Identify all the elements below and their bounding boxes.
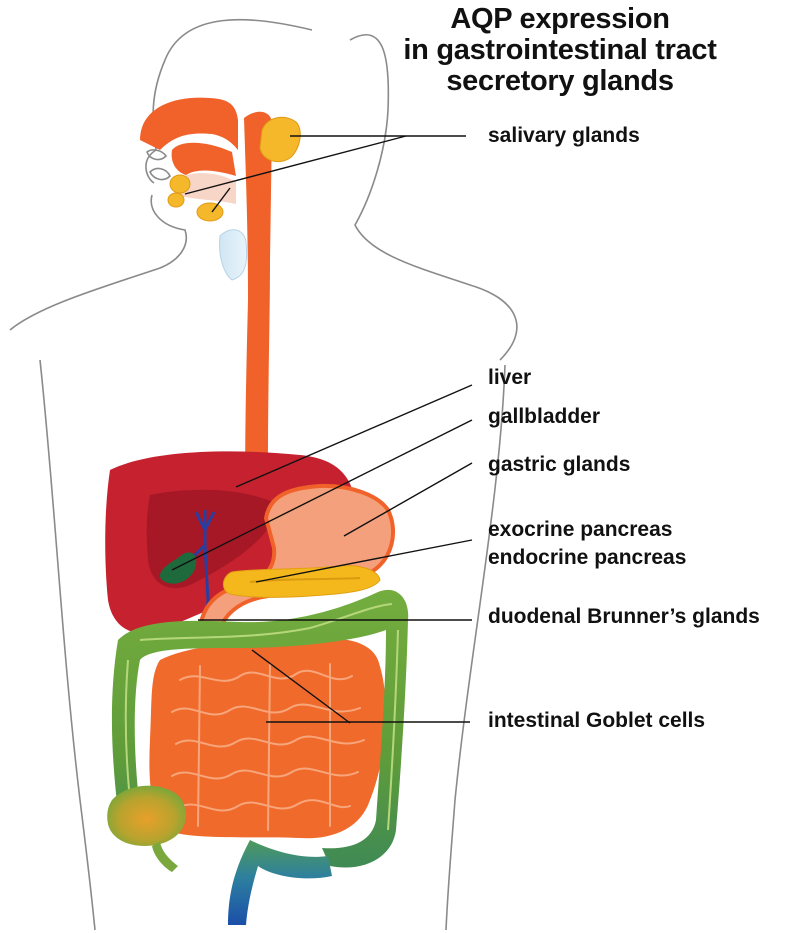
label-salivary-glands: salivary glands (488, 123, 640, 148)
label-gastric-glands: gastric glands (488, 452, 630, 477)
title-line-1: AQP expression (400, 4, 720, 35)
appendix-shape (152, 842, 178, 872)
title-line-3: secretory glands (400, 66, 720, 97)
label-duodenal-brunners-glands: duodenal Brunner’s glands (488, 604, 788, 629)
label-endocrine-pancreas: endocrine pancreas (488, 545, 686, 570)
diagram-title: AQP expression in gastrointestinal tract… (400, 4, 720, 97)
label-exocrine-pancreas: exocrine pancreas (488, 517, 672, 542)
title-line-2: in gastrointestinal tract (400, 35, 720, 66)
cecum-shape (107, 786, 186, 846)
rectum-shape (228, 840, 332, 925)
leader-liver (236, 385, 472, 487)
label-gallbladder: gallbladder (488, 404, 600, 429)
pancreas-shape (223, 566, 380, 598)
trachea-shape (220, 230, 247, 280)
label-intestinal-goblet-cells: intestinal Goblet cells (488, 708, 705, 733)
label-liver: liver (488, 365, 531, 390)
